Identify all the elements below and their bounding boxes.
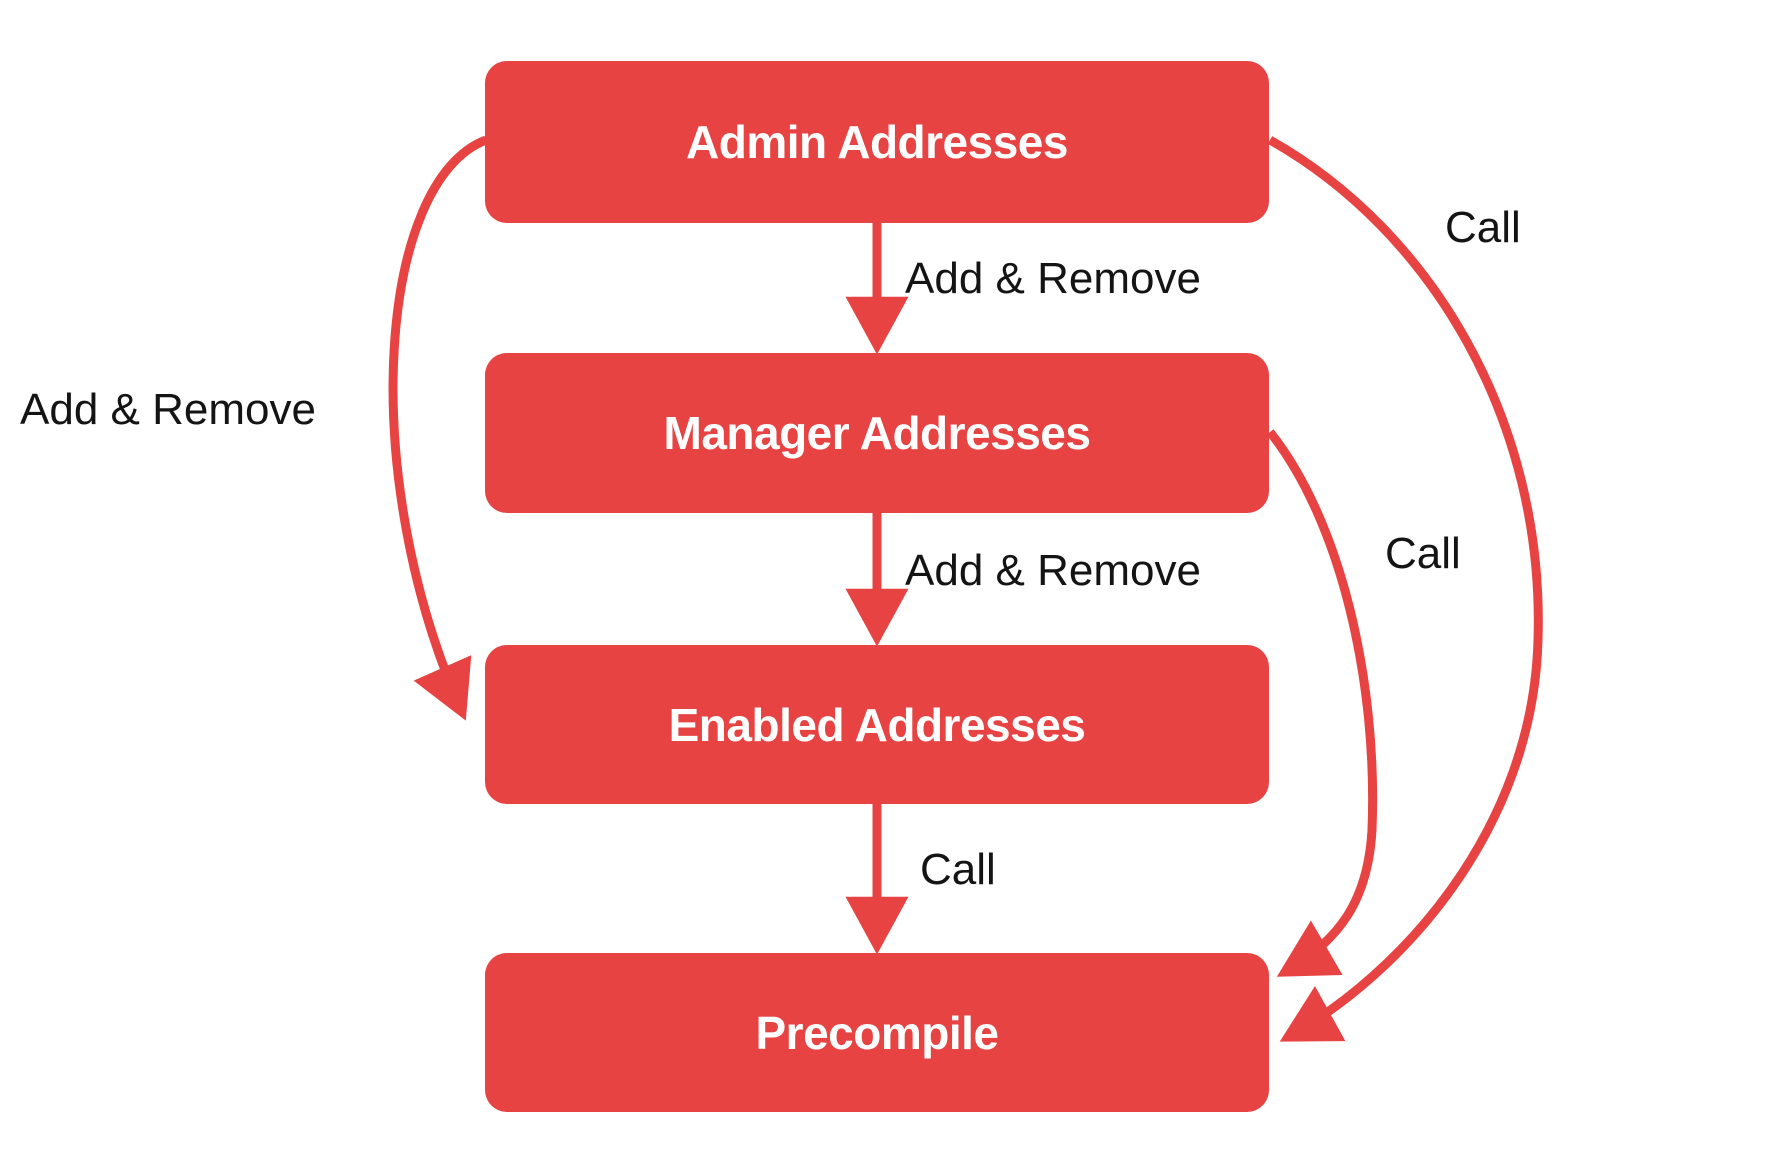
node-manager-addresses[interactable]: Manager Addresses (485, 353, 1269, 513)
edge-admin-to-precompile (1267, 136, 1543, 1042)
node-precompile[interactable]: Precompile (485, 953, 1269, 1112)
node-enabled-addresses[interactable]: Enabled Addresses (485, 645, 1269, 804)
edge-label-admin-to-manager: Add & Remove (905, 254, 1201, 303)
edge-label-admin-to-precompile: Call (1445, 203, 1521, 252)
node-admin-addresses-label: Admin Addresses (686, 116, 1068, 168)
edge-label-manager-to-precompile: Call (1385, 529, 1461, 578)
edge-label-admin-to-enabled: Add & Remove (20, 385, 316, 434)
edge-label-enabled-to-precompile: Call (920, 845, 996, 894)
node-manager-addresses-label: Manager Addresses (663, 407, 1091, 459)
node-precompile-label: Precompile (755, 1006, 1000, 1059)
edge-admin-to-enabled (388, 135, 488, 721)
node-enabled-addresses-label: Enabled Addresses (668, 698, 1086, 751)
edge-label-manager-to-enabled: Add & Remove (905, 546, 1201, 595)
node-admin-addresses[interactable]: Admin Addresses (485, 61, 1269, 223)
edge-manager-to-precompile (1266, 429, 1378, 977)
